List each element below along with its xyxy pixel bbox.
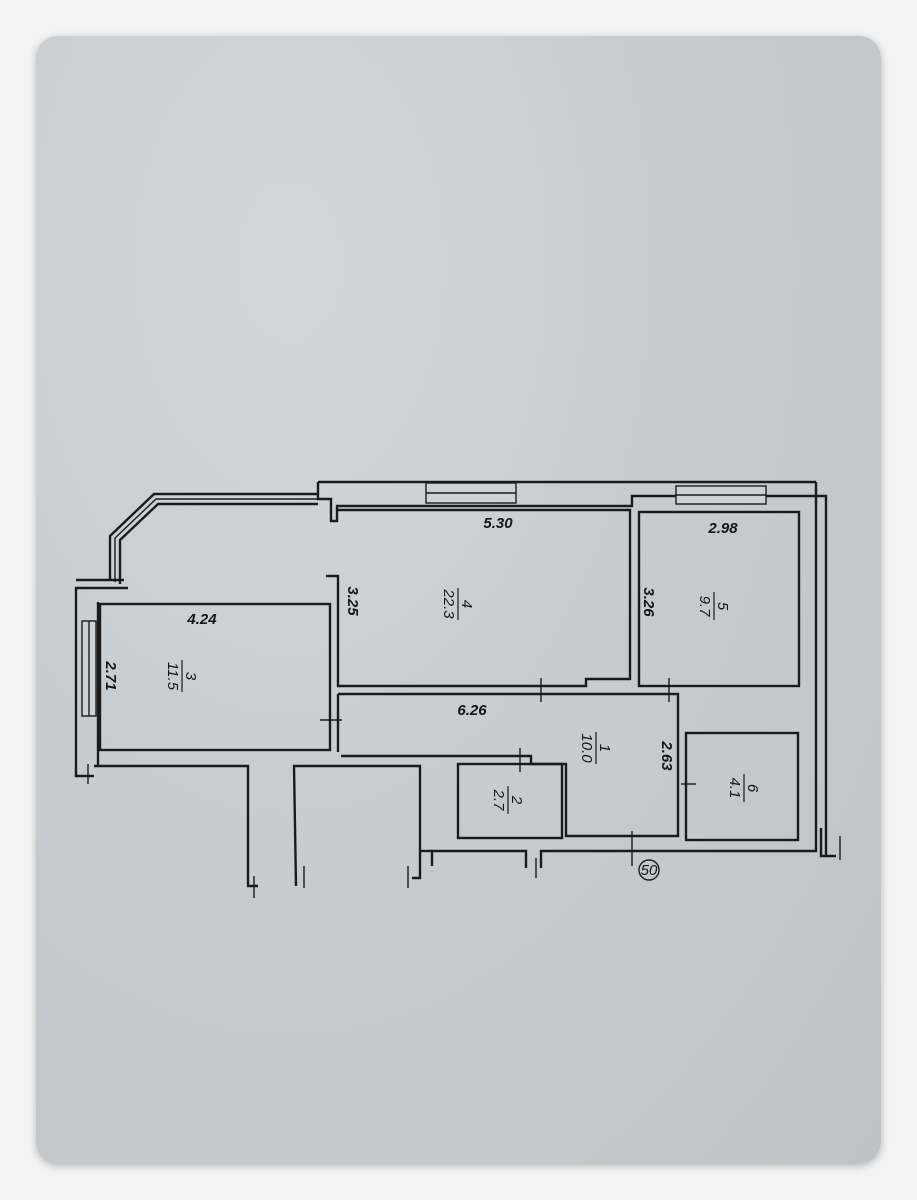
outer-walls bbox=[74, 480, 836, 888]
room-6-number: 6 bbox=[744, 784, 761, 793]
dim-hall-depth: 2.63 bbox=[658, 740, 675, 771]
dim-hall-length: 6.26 bbox=[457, 702, 487, 719]
room-6-label: 6 4.1 bbox=[726, 774, 761, 802]
room-outlines bbox=[98, 508, 801, 842]
section-marker-circle bbox=[638, 859, 660, 881]
room-5-label: 5 9.7 bbox=[696, 592, 731, 620]
tick-marks bbox=[87, 678, 841, 898]
windows bbox=[81, 482, 767, 717]
dim-room3-depth: 2.71 bbox=[102, 660, 119, 690]
room-4-label: 4 22.3 bbox=[440, 588, 475, 620]
room-3-number: 3 bbox=[182, 672, 199, 681]
room-3-area: 11.5 bbox=[164, 662, 181, 691]
dim-room5-width: 2.98 bbox=[707, 520, 738, 537]
floor-plan: 50 5.30 2.98 4.24 6.26 3.25 3.26 2.71 2.… bbox=[74, 480, 841, 898]
room-2-area: 2.7 bbox=[490, 789, 507, 812]
room-1-label: 1 10.0 bbox=[578, 732, 613, 764]
room-2-number: 2 bbox=[508, 795, 525, 805]
room-3-label: 3 11.5 bbox=[164, 660, 199, 692]
room-4-number: 4 bbox=[458, 600, 475, 608]
dim-room3-width: 4.24 bbox=[186, 611, 217, 628]
room-5-number: 5 bbox=[714, 602, 731, 611]
dim-room4-depth: 3.25 bbox=[344, 586, 361, 616]
scan-frame: 50 5.30 2.98 4.24 6.26 3.25 3.26 2.71 2.… bbox=[36, 36, 881, 1164]
dim-room4-width: 5.30 bbox=[483, 515, 513, 532]
room-6-area: 4.1 bbox=[726, 778, 743, 799]
room-1-area: 10.0 bbox=[578, 733, 595, 763]
room-4-area: 22.3 bbox=[440, 588, 457, 619]
dim-room5-depth: 3.26 bbox=[640, 587, 657, 617]
room-1-number: 1 bbox=[596, 744, 613, 752]
room-2-label: 2 2.7 bbox=[490, 786, 525, 814]
room-5-area: 9.7 bbox=[696, 596, 713, 618]
section-marker-label: 50 bbox=[641, 862, 658, 879]
